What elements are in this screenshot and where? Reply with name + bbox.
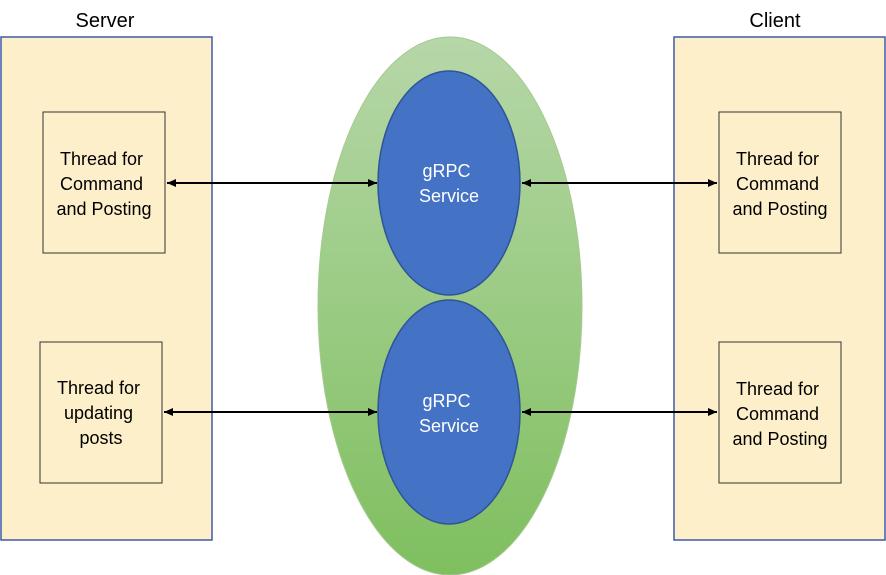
server-thread-1-line-3: and Posting <box>56 199 151 219</box>
grpc-service-1-label: gRPC Service <box>419 161 479 206</box>
server-thread-1-box <box>42 111 166 254</box>
server-thread-2: Thread for updating posts <box>39 341 163 484</box>
client-thread-1-label: Thread for Command and Posting <box>732 149 827 219</box>
server-title: Server <box>76 10 135 32</box>
client-thread-1-line-1: Thread for <box>736 149 819 169</box>
client-thread-1-line-3: and Posting <box>732 199 827 219</box>
client-thread-2-box <box>718 341 842 484</box>
grpc-service-1-line-2: Service <box>419 186 479 206</box>
grpc-service-1: gRPC Service <box>377 70 521 296</box>
grpc-service-2-ellipse <box>377 299 521 525</box>
client-thread-2-label: Thread for Command and Posting <box>732 379 827 449</box>
client-thread-2-line-2: Command <box>736 404 819 424</box>
client-thread-2-line-3: and Posting <box>732 429 827 449</box>
server-thread-2-label: Thread for updating posts <box>57 378 145 448</box>
client-panel: Client Thread for Command and Posting Th… <box>673 10 886 541</box>
grpc-service-2-line-1: gRPC <box>422 391 470 411</box>
grpc-service-1-ellipse <box>377 70 521 296</box>
server-thread-1-line-1: Thread for <box>60 149 143 169</box>
server-thread-1-line-2: Command <box>60 174 143 194</box>
server-thread-1-label: Thread for Command and Posting <box>56 149 151 219</box>
client-thread-2-line-1: Thread for <box>736 379 819 399</box>
client-panel-background <box>673 36 886 541</box>
server-panel: Server Thread for Command and Posting Th… <box>0 10 213 541</box>
grpc-service-2-line-2: Service <box>419 416 479 436</box>
connectors <box>164 179 717 416</box>
server-panel-background <box>0 36 213 541</box>
client-thread-1: Thread for Command and Posting <box>718 111 842 254</box>
server-thread-2-line-3: posts <box>79 428 122 448</box>
grpc-service-2-label: gRPC Service <box>419 391 479 436</box>
server-thread-2-line-2: updating <box>64 403 133 423</box>
server-thread-2-line-1: Thread for <box>57 378 140 398</box>
client-thread-1-box <box>718 111 842 254</box>
grpc-service-1-line-1: gRPC <box>422 161 470 181</box>
grpc-service-2: gRPC Service <box>377 299 521 525</box>
server-thread-1: Thread for Command and Posting <box>42 111 166 254</box>
client-thread-1-line-2: Command <box>736 174 819 194</box>
client-thread-2: Thread for Command and Posting <box>718 341 842 484</box>
server-thread-2-box <box>39 341 163 484</box>
client-title: Client <box>749 10 801 32</box>
